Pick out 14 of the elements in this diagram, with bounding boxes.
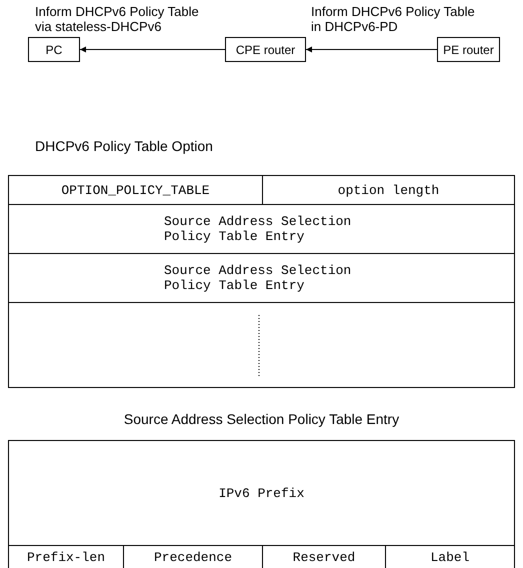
arrow: [306, 46, 438, 52]
edge-label: Inform DHCPv6 Policy Table via stateless-DHCPv6: [35, 4, 200, 34]
heading: Source Address Selection Policy Table Entry: [122, 411, 400, 427]
pc-box: PC: [28, 37, 80, 62]
field-cell: IPv6 Prefix: [8, 440, 515, 546]
heading: DHCPv6 Policy Table Option: [35, 138, 213, 154]
router-box: PE router: [437, 37, 500, 62]
arrow: [80, 46, 226, 52]
field-cell: OPTION_POLICY_TABLE: [8, 175, 263, 205]
field-cell: option length: [262, 175, 515, 205]
router-box: CPE router: [225, 37, 306, 62]
edge-label: Inform DHCPv6 Policy Table in DHCPv6-PD: [311, 4, 476, 34]
field-name: Source Address Selection Policy Table Entry: [164, 214, 352, 244]
field-name: Source Address Selection Policy Table Entry: [164, 263, 352, 293]
